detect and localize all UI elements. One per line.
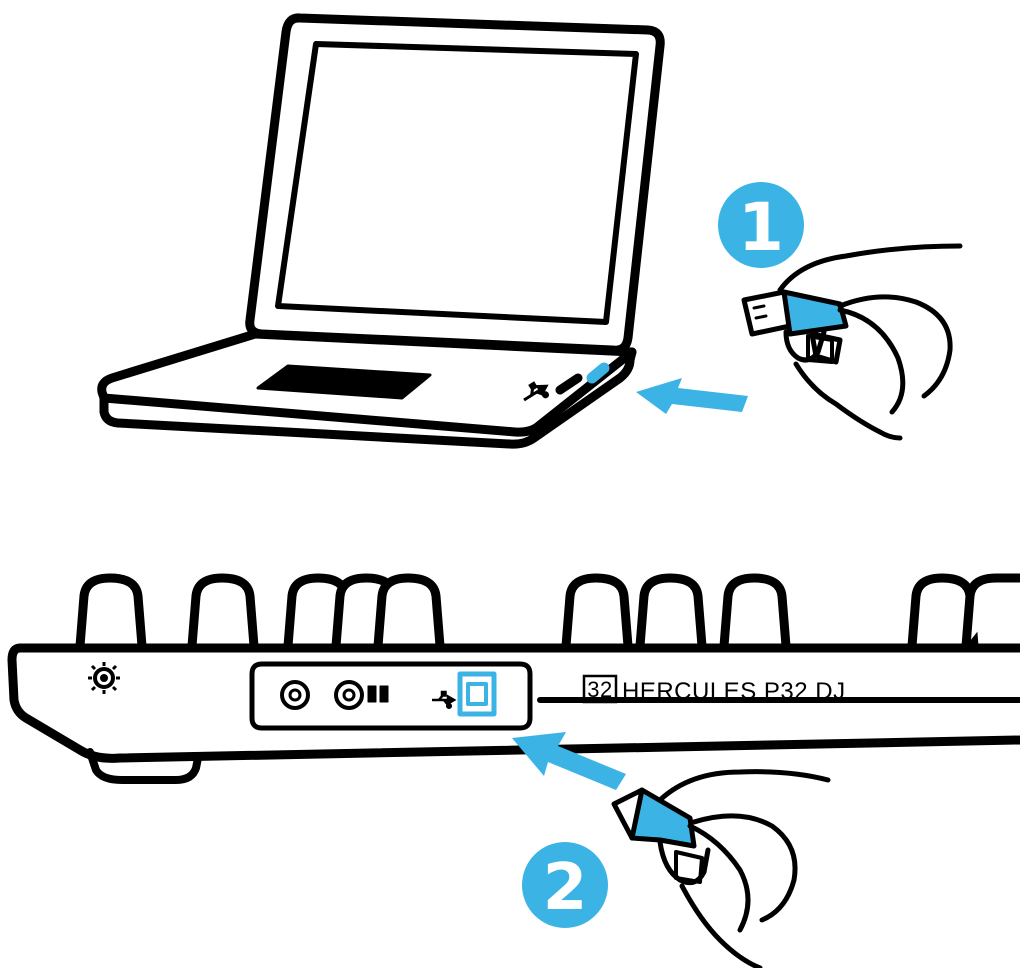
model-badge: 32	[587, 677, 612, 702]
step-1-number: 1	[738, 189, 784, 266]
knob	[75, 573, 147, 651]
usb-b-plug-grip	[629, 787, 697, 849]
usb-icon	[523, 381, 550, 402]
knob	[635, 573, 707, 651]
laptop	[97, 13, 665, 449]
model-badge-box	[582, 674, 618, 704]
knob	[719, 573, 791, 651]
step-1-badge: 1	[718, 182, 804, 268]
laptop-display	[275, 41, 639, 325]
brand-label: HERCULES P32 DJ	[622, 678, 846, 705]
hand-2	[657, 769, 831, 968]
laptop-base-front	[99, 347, 637, 449]
usb-a-cable	[837, 307, 906, 415]
usb-a-plug-grip	[781, 289, 849, 337]
hand-with-usb-a-plug	[741, 243, 963, 441]
step-2-number: 2	[543, 851, 588, 925]
laptop-trackpad	[256, 364, 432, 400]
step-2-badge: 2	[522, 842, 608, 928]
output-switch	[367, 685, 377, 703]
knobs-row	[75, 573, 1020, 651]
hand-1	[777, 243, 963, 441]
insert-arrow-1	[636, 378, 748, 414]
usb-icon	[432, 690, 457, 710]
rca-jack-right	[334, 680, 364, 710]
insert-arrow-2	[512, 732, 626, 790]
controller-foot	[86, 748, 202, 784]
rca-jack-left	[280, 680, 310, 710]
usb-b-cable	[687, 823, 751, 933]
knob	[561, 573, 633, 651]
controller	[7, 573, 1020, 784]
hand-with-usb-b-plug	[611, 769, 831, 968]
device-brand: 32 HERCULES P32 DJ	[582, 674, 846, 705]
knob	[373, 573, 445, 651]
laptop-usb-port-a	[555, 373, 583, 395]
usb-b-port	[457, 671, 497, 717]
knob	[961, 573, 1020, 651]
power-icon	[88, 662, 120, 694]
knob	[187, 573, 259, 651]
controller-body-outline	[7, 643, 1020, 763]
laptop-usb-port-active	[586, 362, 610, 384]
